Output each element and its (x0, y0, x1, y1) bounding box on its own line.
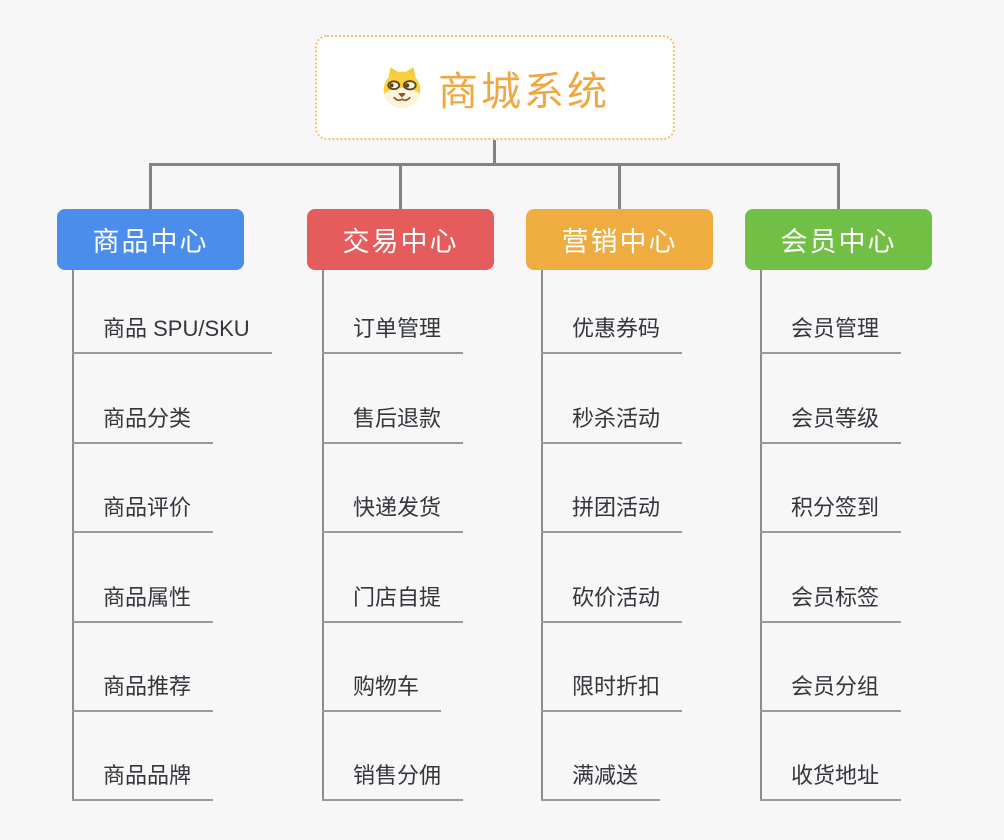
root-title: 商城系统 (438, 69, 610, 114)
leaf-node[interactable]: 会员管理 (760, 312, 902, 354)
leaf-node[interactable]: 限时折扣 (541, 670, 683, 712)
connector-drop (149, 163, 152, 209)
leaf-node[interactable]: 砍价活动 (541, 581, 683, 623)
branch-header-member-center[interactable]: 会员中心 (745, 209, 932, 270)
leaf-node[interactable]: 商品 SPU/SKU (72, 312, 272, 354)
leaf-node[interactable]: 门店自提 (322, 581, 464, 623)
leaf-node[interactable]: 购物车 (322, 670, 442, 712)
leaf-node[interactable]: 商品推荐 (72, 670, 214, 712)
leaf-node[interactable]: 销售分佣 (322, 759, 464, 801)
branch-trunk-line (760, 270, 762, 801)
leaf-node[interactable]: 商品分类 (72, 402, 214, 444)
doge-icon (380, 66, 424, 110)
leaf-node[interactable]: 会员标签 (760, 581, 902, 623)
connector-drop (837, 163, 840, 209)
leaf-node[interactable]: 会员分组 (760, 670, 902, 712)
leaf-node[interactable]: 订单管理 (322, 312, 464, 354)
leaf-node[interactable]: 积分签到 (760, 491, 902, 533)
leaf-node[interactable]: 商品属性 (72, 581, 214, 623)
branch-header-product-center[interactable]: 商品中心 (57, 209, 244, 270)
connector-drop (618, 163, 621, 209)
branch-trunk-line (322, 270, 324, 801)
leaf-node[interactable]: 秒杀活动 (541, 402, 683, 444)
branch-header-trade-center[interactable]: 交易中心 (307, 209, 494, 270)
leaf-node[interactable]: 拼团活动 (541, 491, 683, 533)
leaf-node[interactable]: 收货地址 (760, 759, 902, 801)
branch-trunk-line (72, 270, 74, 801)
leaf-node[interactable]: 商品评价 (72, 491, 214, 533)
leaf-node[interactable]: 快递发货 (322, 491, 464, 533)
connector-rail (149, 163, 840, 166)
branch-trunk-line (541, 270, 543, 801)
branch-header-marketing-center[interactable]: 营销中心 (526, 209, 713, 270)
leaf-node[interactable]: 会员等级 (760, 402, 902, 444)
leaf-node[interactable]: 优惠券码 (541, 312, 683, 354)
connector-drop (399, 163, 402, 209)
leaf-node[interactable]: 售后退款 (322, 402, 464, 444)
root-connector-stub (493, 140, 496, 166)
leaf-node[interactable]: 满减送 (541, 759, 661, 801)
root-node[interactable]: 商城系统 (315, 35, 675, 140)
leaf-node[interactable]: 商品品牌 (72, 759, 214, 801)
